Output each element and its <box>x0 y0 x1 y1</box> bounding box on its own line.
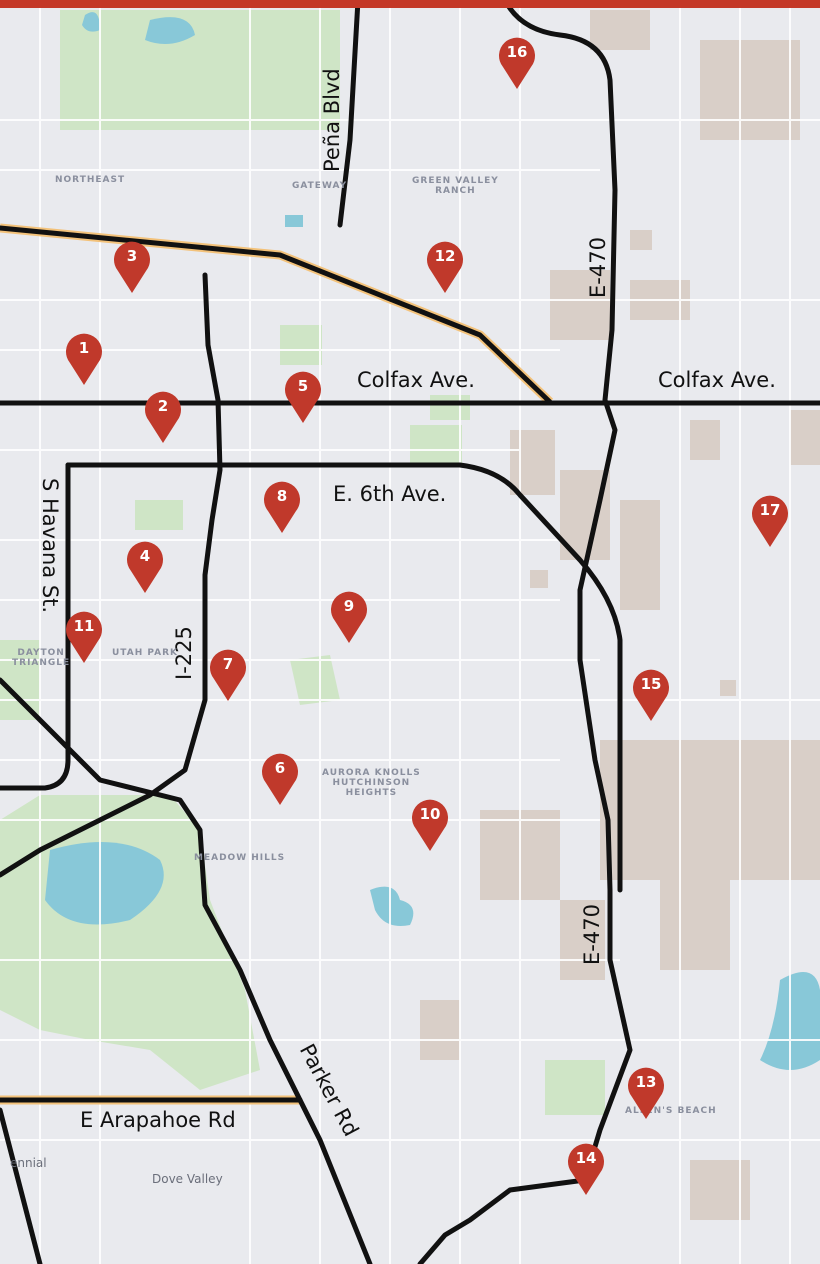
map-pin-icon <box>66 611 102 663</box>
place-dayton-triangle: DAYTON TRIANGLE <box>12 648 71 668</box>
map-pin-icon <box>633 669 669 721</box>
colfax-ave-label-east: Colfax Ave. <box>658 368 776 392</box>
pin-label: 13 <box>635 1073 657 1091</box>
header-bar <box>0 0 820 8</box>
place-dove-valley: Dove Valley <box>152 1172 223 1186</box>
place-aurora-knolls: AURORA KNOLLS HUTCHINSON HEIGHTS <box>322 768 421 798</box>
map-pin-icon <box>114 241 150 293</box>
s-havana-st-label: S Havana St. <box>38 478 62 614</box>
pin-label: 5 <box>297 377 309 395</box>
map-pin-icon <box>285 371 321 423</box>
place-northeast: NORTHEAST <box>55 175 126 185</box>
pin-8[interactable]: 8 <box>262 480 302 534</box>
pin-label: 6 <box>274 759 286 777</box>
place-utah-park: UTAH PARK <box>112 648 179 658</box>
e470-label-north: E-470 <box>586 237 610 298</box>
map-pin-icon <box>331 591 367 643</box>
place-meadow-hills: MEADOW HILLS <box>194 853 286 863</box>
map-pin-icon <box>427 241 463 293</box>
pin-label: 1 <box>78 339 90 357</box>
pin-6[interactable]: 6 <box>260 752 300 806</box>
map-pin-icon <box>499 37 535 89</box>
pin-10[interactable]: 10 <box>410 798 450 852</box>
pin-label: 7 <box>222 655 234 673</box>
pin-7[interactable]: 7 <box>208 648 248 702</box>
map-pin-icon <box>127 541 163 593</box>
place-allens-beach: ALLEN'S BEACH <box>625 1106 717 1116</box>
map-pin-icon <box>210 649 246 701</box>
pin-label: 2 <box>157 397 169 415</box>
map-pin-icon <box>145 391 181 443</box>
map-pin-icon <box>412 799 448 851</box>
pin-2[interactable]: 2 <box>143 390 183 444</box>
pin-label: 17 <box>759 501 781 519</box>
place-centennial: ennial <box>10 1156 47 1170</box>
place-green-valley-ranch: GREEN VALLEY RANCH <box>412 176 499 196</box>
place-gateway: GATEWAY <box>292 181 348 191</box>
pin-label: 3 <box>126 247 138 265</box>
map-pin-icon <box>264 481 300 533</box>
pin-12[interactable]: 12 <box>425 240 465 294</box>
pin-3[interactable]: 3 <box>112 240 152 294</box>
map-pin-icon <box>628 1067 664 1119</box>
map-pin-icon <box>568 1143 604 1195</box>
pin-label: 15 <box>640 675 662 693</box>
pin-9[interactable]: 9 <box>329 590 369 644</box>
pin-1[interactable]: 1 <box>64 332 104 386</box>
pin-4[interactable]: 4 <box>125 540 165 594</box>
e-6th-ave-label: E. 6th Ave. <box>333 482 447 506</box>
pin-5[interactable]: 5 <box>283 370 323 424</box>
pin-11[interactable]: 11 <box>64 610 104 664</box>
map-pin-icon <box>262 753 298 805</box>
pin-label: 14 <box>575 1149 597 1167</box>
e470-label-south: E-470 <box>580 904 604 965</box>
colfax-ave-label: Colfax Ave. <box>357 368 475 392</box>
pin-17[interactable]: 17 <box>750 494 790 548</box>
pin-13[interactable]: 13 <box>626 1066 666 1120</box>
pin-14[interactable]: 14 <box>566 1142 606 1196</box>
e-arapahoe-rd-label: E Arapahoe Rd <box>80 1108 236 1132</box>
pena-blvd-label: Peña Blvd <box>320 68 344 172</box>
map-pin-icon <box>66 333 102 385</box>
pin-label: 10 <box>419 805 441 823</box>
pin-label: 4 <box>139 547 151 565</box>
pin-label: 12 <box>434 247 456 265</box>
map-pin-icon <box>752 495 788 547</box>
pin-15[interactable]: 15 <box>631 668 671 722</box>
pin-label: 16 <box>506 43 528 61</box>
pin-label: 8 <box>276 487 288 505</box>
pin-label: 9 <box>343 597 355 615</box>
pin-16[interactable]: 16 <box>497 36 537 90</box>
pin-label: 11 <box>73 617 95 635</box>
